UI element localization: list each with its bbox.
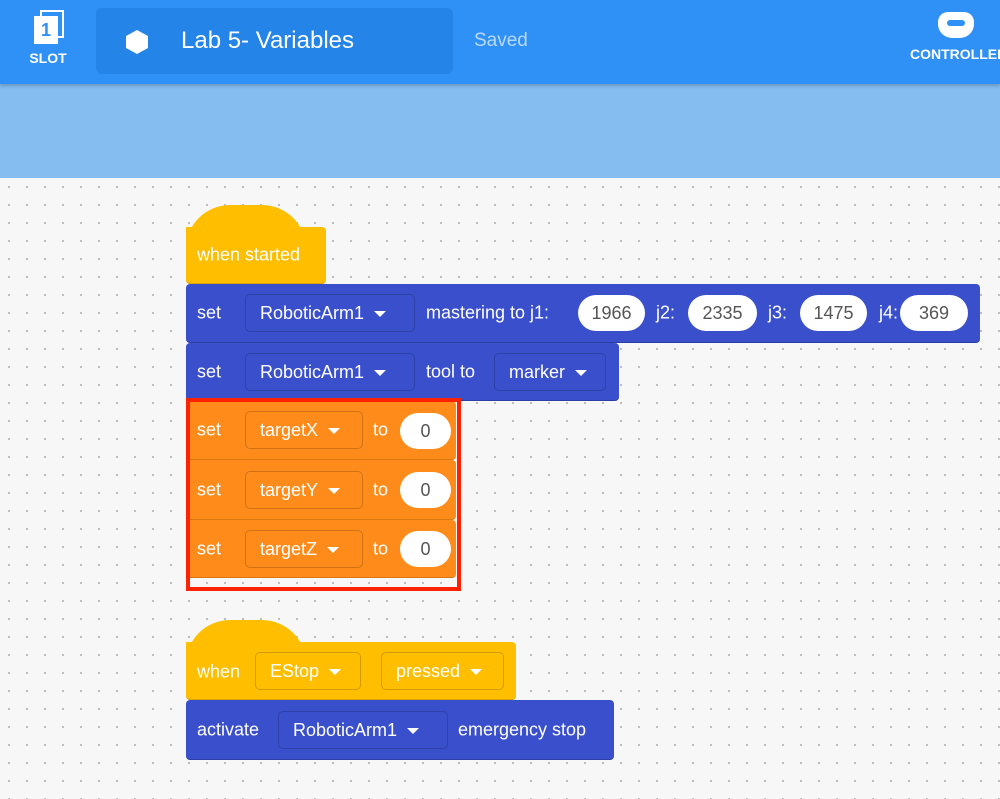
dropdown-arrow-icon (328, 428, 341, 435)
project-title: Lab 5- Variables (181, 27, 354, 54)
value-input[interactable]: 0 (400, 472, 451, 508)
variable-dropdown[interactable]: targetZ (245, 530, 363, 568)
top-bar: 1 SLOT Lab 5- Variables Saved CONTROLLER (0, 0, 1000, 84)
set-label: set (197, 361, 222, 381)
variable-dropdown[interactable]: targetX (245, 411, 363, 449)
when-button-pressed-block[interactable]: when EStop pressed (186, 620, 516, 700)
j1-input[interactable]: 1966 (578, 295, 645, 331)
j2-input[interactable]: 2335 (688, 295, 757, 331)
button-dropdown[interactable]: EStop (255, 652, 361, 690)
dropdown-value: RoboticArm1 (293, 720, 398, 740)
dropdown-arrow-icon (407, 728, 420, 735)
hat-hump (186, 205, 306, 249)
project-name-button[interactable]: Lab 5- Variables (96, 8, 453, 74)
slot-button[interactable]: 1 SLOT (22, 10, 74, 66)
set-label: set (197, 479, 222, 499)
emergency-stop-label: emergency stop (458, 719, 587, 739)
controller-label: CONTROLLER (910, 46, 1000, 62)
dropdown-value: RoboticArm1 (260, 303, 365, 323)
code-canvas[interactable] (0, 178, 1000, 799)
hexagon-icon (126, 30, 148, 54)
device-dropdown[interactable]: RoboticArm1 (245, 294, 415, 332)
dropdown-value: targetZ (260, 539, 318, 559)
dropdown-value: targetX (260, 420, 319, 440)
set-variable-block[interactable]: set targetY to 0 (186, 460, 456, 520)
highlight-box (186, 398, 461, 591)
set-variable-block[interactable]: set targetX to 0 (186, 401, 456, 460)
when-started-label: when started (197, 244, 301, 265)
set-tool-block[interactable]: set RoboticArm1 tool to marker (186, 343, 619, 401)
j3-label: j3: (768, 302, 788, 323)
device-dropdown[interactable]: RoboticArm1 (278, 711, 448, 749)
dropdown-value: marker (509, 362, 566, 382)
mastering-label: mastering to j1: (426, 302, 550, 323)
emergency-stop-block[interactable]: activate RoboticArm1 emergency stop (186, 700, 614, 760)
set-mastering-block[interactable]: set RoboticArm1 mastering to j1: 1966 j2… (186, 284, 980, 343)
slot-icon: 1 (30, 10, 66, 46)
gamepad-icon (938, 12, 974, 38)
activate-label: activate (197, 719, 260, 739)
set-label: set (197, 302, 222, 323)
variable-dropdown[interactable]: targetY (245, 471, 363, 509)
dropdown-arrow-icon (470, 669, 483, 676)
j4-input[interactable]: 369 (900, 295, 968, 331)
dropdown-value: RoboticArm1 (260, 362, 365, 382)
dropdown-value: EStop (270, 661, 320, 681)
state-dropdown[interactable]: pressed (381, 652, 504, 690)
to-label: to (373, 479, 389, 499)
to-label: to (373, 419, 389, 440)
dropdown-arrow-icon (328, 488, 341, 495)
set-variable-block[interactable]: set targetZ to 0 (186, 520, 456, 578)
slot-label: SLOT (29, 50, 67, 66)
dropdown-arrow-icon (374, 311, 387, 318)
set-label: set (197, 538, 222, 558)
dropdown-arrow-icon (575, 370, 588, 377)
j3-input[interactable]: 1475 (800, 295, 867, 331)
dropdown-arrow-icon (374, 370, 387, 377)
value-input[interactable]: 0 (400, 531, 451, 567)
j4-label: j4: (879, 302, 899, 323)
device-dropdown[interactable]: RoboticArm1 (245, 353, 415, 391)
tool-dropdown[interactable]: marker (494, 353, 606, 391)
value-input[interactable]: 0 (400, 413, 451, 449)
save-status: Saved (474, 30, 528, 51)
dropdown-value: targetY (260, 480, 319, 500)
dropdown-value: pressed (396, 661, 461, 681)
dropdown-arrow-icon (327, 547, 340, 554)
toolbar-band (0, 84, 1000, 178)
when-label: when (197, 661, 241, 682)
hat-hump (186, 620, 306, 664)
tool-label: tool to (426, 361, 476, 381)
dropdown-arrow-icon (329, 669, 342, 676)
set-label: set (197, 419, 222, 440)
controller-button[interactable]: CONTROLLER (910, 12, 1000, 62)
to-label: to (373, 538, 389, 558)
j2-label: j2: (656, 302, 676, 323)
when-started-block[interactable]: when started (186, 205, 326, 284)
